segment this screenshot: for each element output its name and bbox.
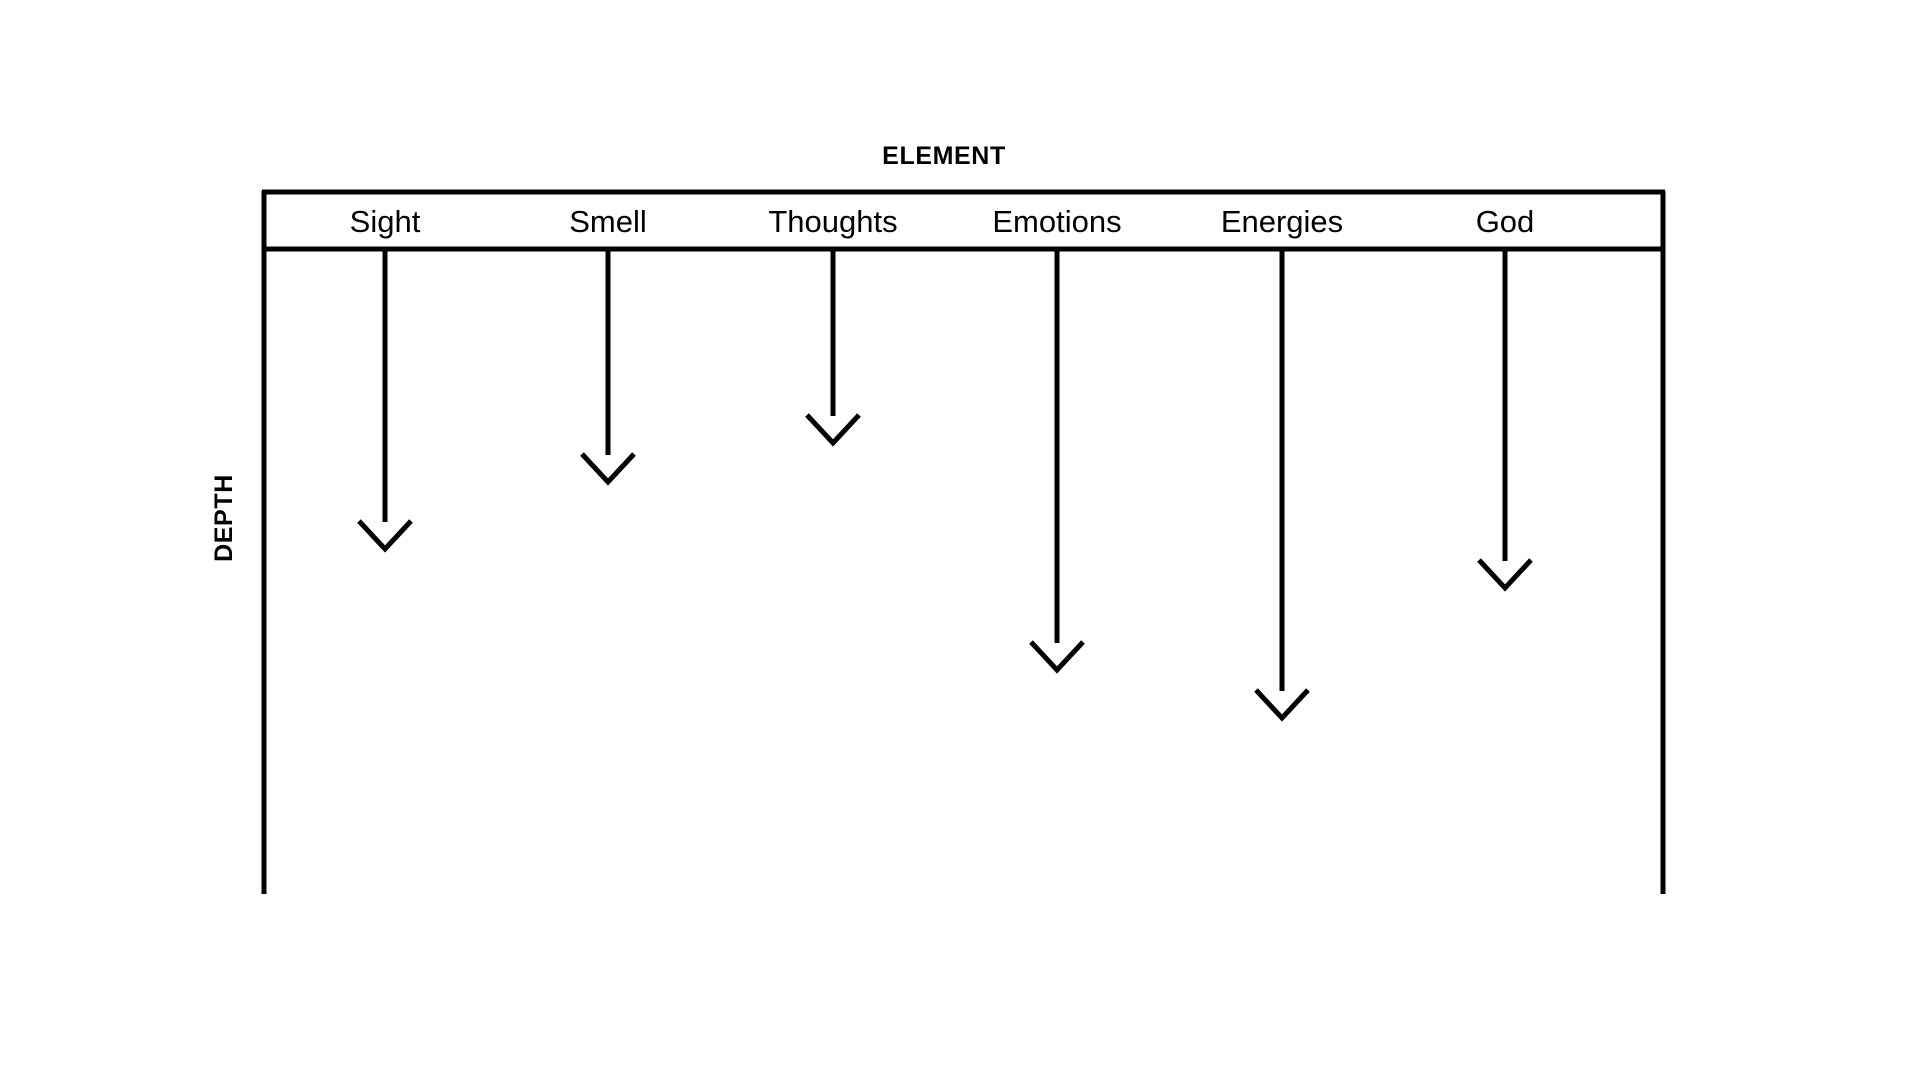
arrowhead-down-icon-god (1477, 558, 1533, 592)
column-smell[interactable]: Smell (569, 204, 647, 486)
arrowhead-down-icon-emotions (1029, 640, 1085, 674)
column-label-thoughts: Thoughts (768, 204, 897, 239)
column-emotions[interactable]: Emotions (992, 204, 1122, 674)
arrowhead-down-icon-energies (1254, 688, 1310, 722)
column-energies[interactable]: Energies (1221, 204, 1343, 722)
column-label-sight: Sight (350, 204, 421, 239)
chart-title: ELEMENT (882, 142, 1006, 170)
arrowhead-down-icon-sight (357, 519, 413, 553)
header-bar-frame (261, 189, 1666, 252)
column-label-emotions: Emotions (992, 204, 1121, 239)
column-thoughts[interactable]: Thoughts (768, 204, 898, 447)
plot-area-rails (261, 249, 1666, 894)
arrowhead-down-icon-thoughts (805, 413, 861, 447)
y-axis-title: DEPTH (210, 474, 238, 562)
column-god[interactable]: God (1476, 204, 1535, 592)
column-label-smell: Smell (569, 204, 647, 239)
column-label-energies: Energies (1221, 204, 1343, 239)
arrowhead-down-icon-smell (580, 452, 636, 486)
column-sight[interactable]: Sight (350, 204, 421, 553)
column-label-god: God (1476, 204, 1535, 239)
